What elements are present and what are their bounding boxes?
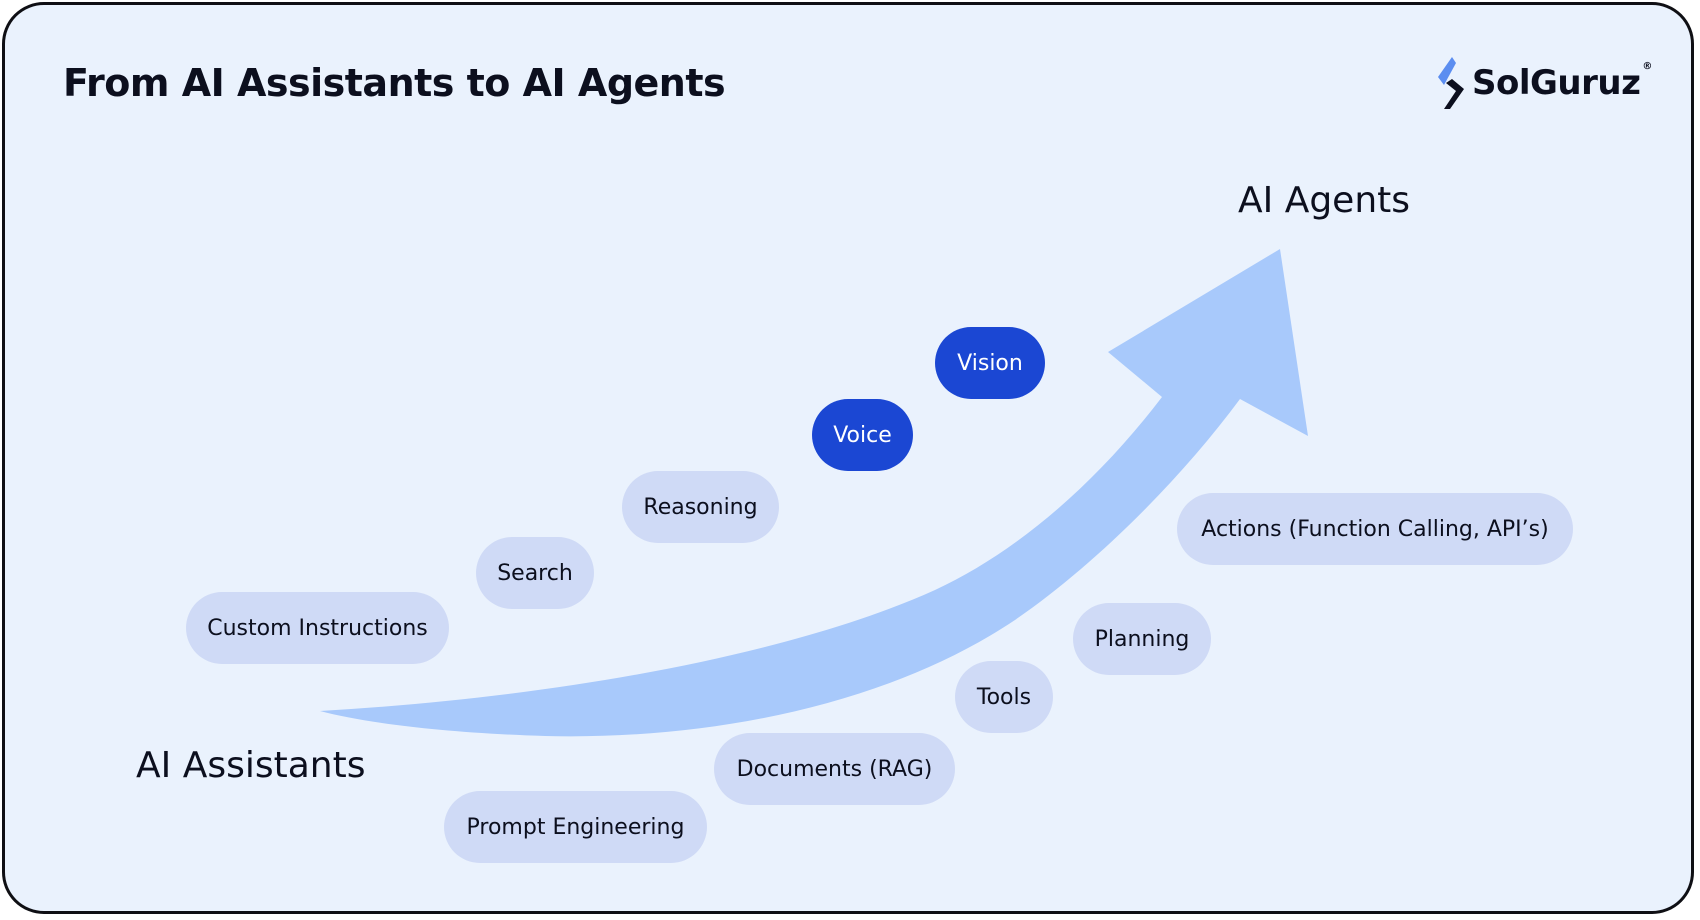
capability-planning: Planning [1073, 603, 1211, 675]
page-title: From AI Assistants to AI Agents [63, 61, 726, 105]
logo-wordmark: SolGuruz [1472, 63, 1641, 103]
solguruz-logo-icon [1438, 57, 1464, 109]
capability-custom-instructions: Custom Instructions [186, 592, 449, 664]
capability-vision: Vision [935, 327, 1045, 399]
start-label: AI Assistants [136, 745, 366, 786]
end-label: AI Agents [1238, 180, 1411, 221]
brand-logo: SolGuruz ® [1430, 55, 1652, 111]
growth-arrow [320, 249, 1308, 737]
capability-search: Search [476, 537, 594, 609]
capability-prompt-engineering: Prompt Engineering [444, 791, 707, 863]
capability-actions: Actions (Function Calling, API’s) [1177, 493, 1573, 565]
capability-reasoning: Reasoning [622, 471, 779, 543]
capability-tools: Tools [955, 661, 1053, 733]
registered-mark: ® [1642, 61, 1653, 72]
capability-voice: Voice [812, 399, 913, 471]
capability-documents-rag: Documents (RAG) [714, 733, 955, 805]
